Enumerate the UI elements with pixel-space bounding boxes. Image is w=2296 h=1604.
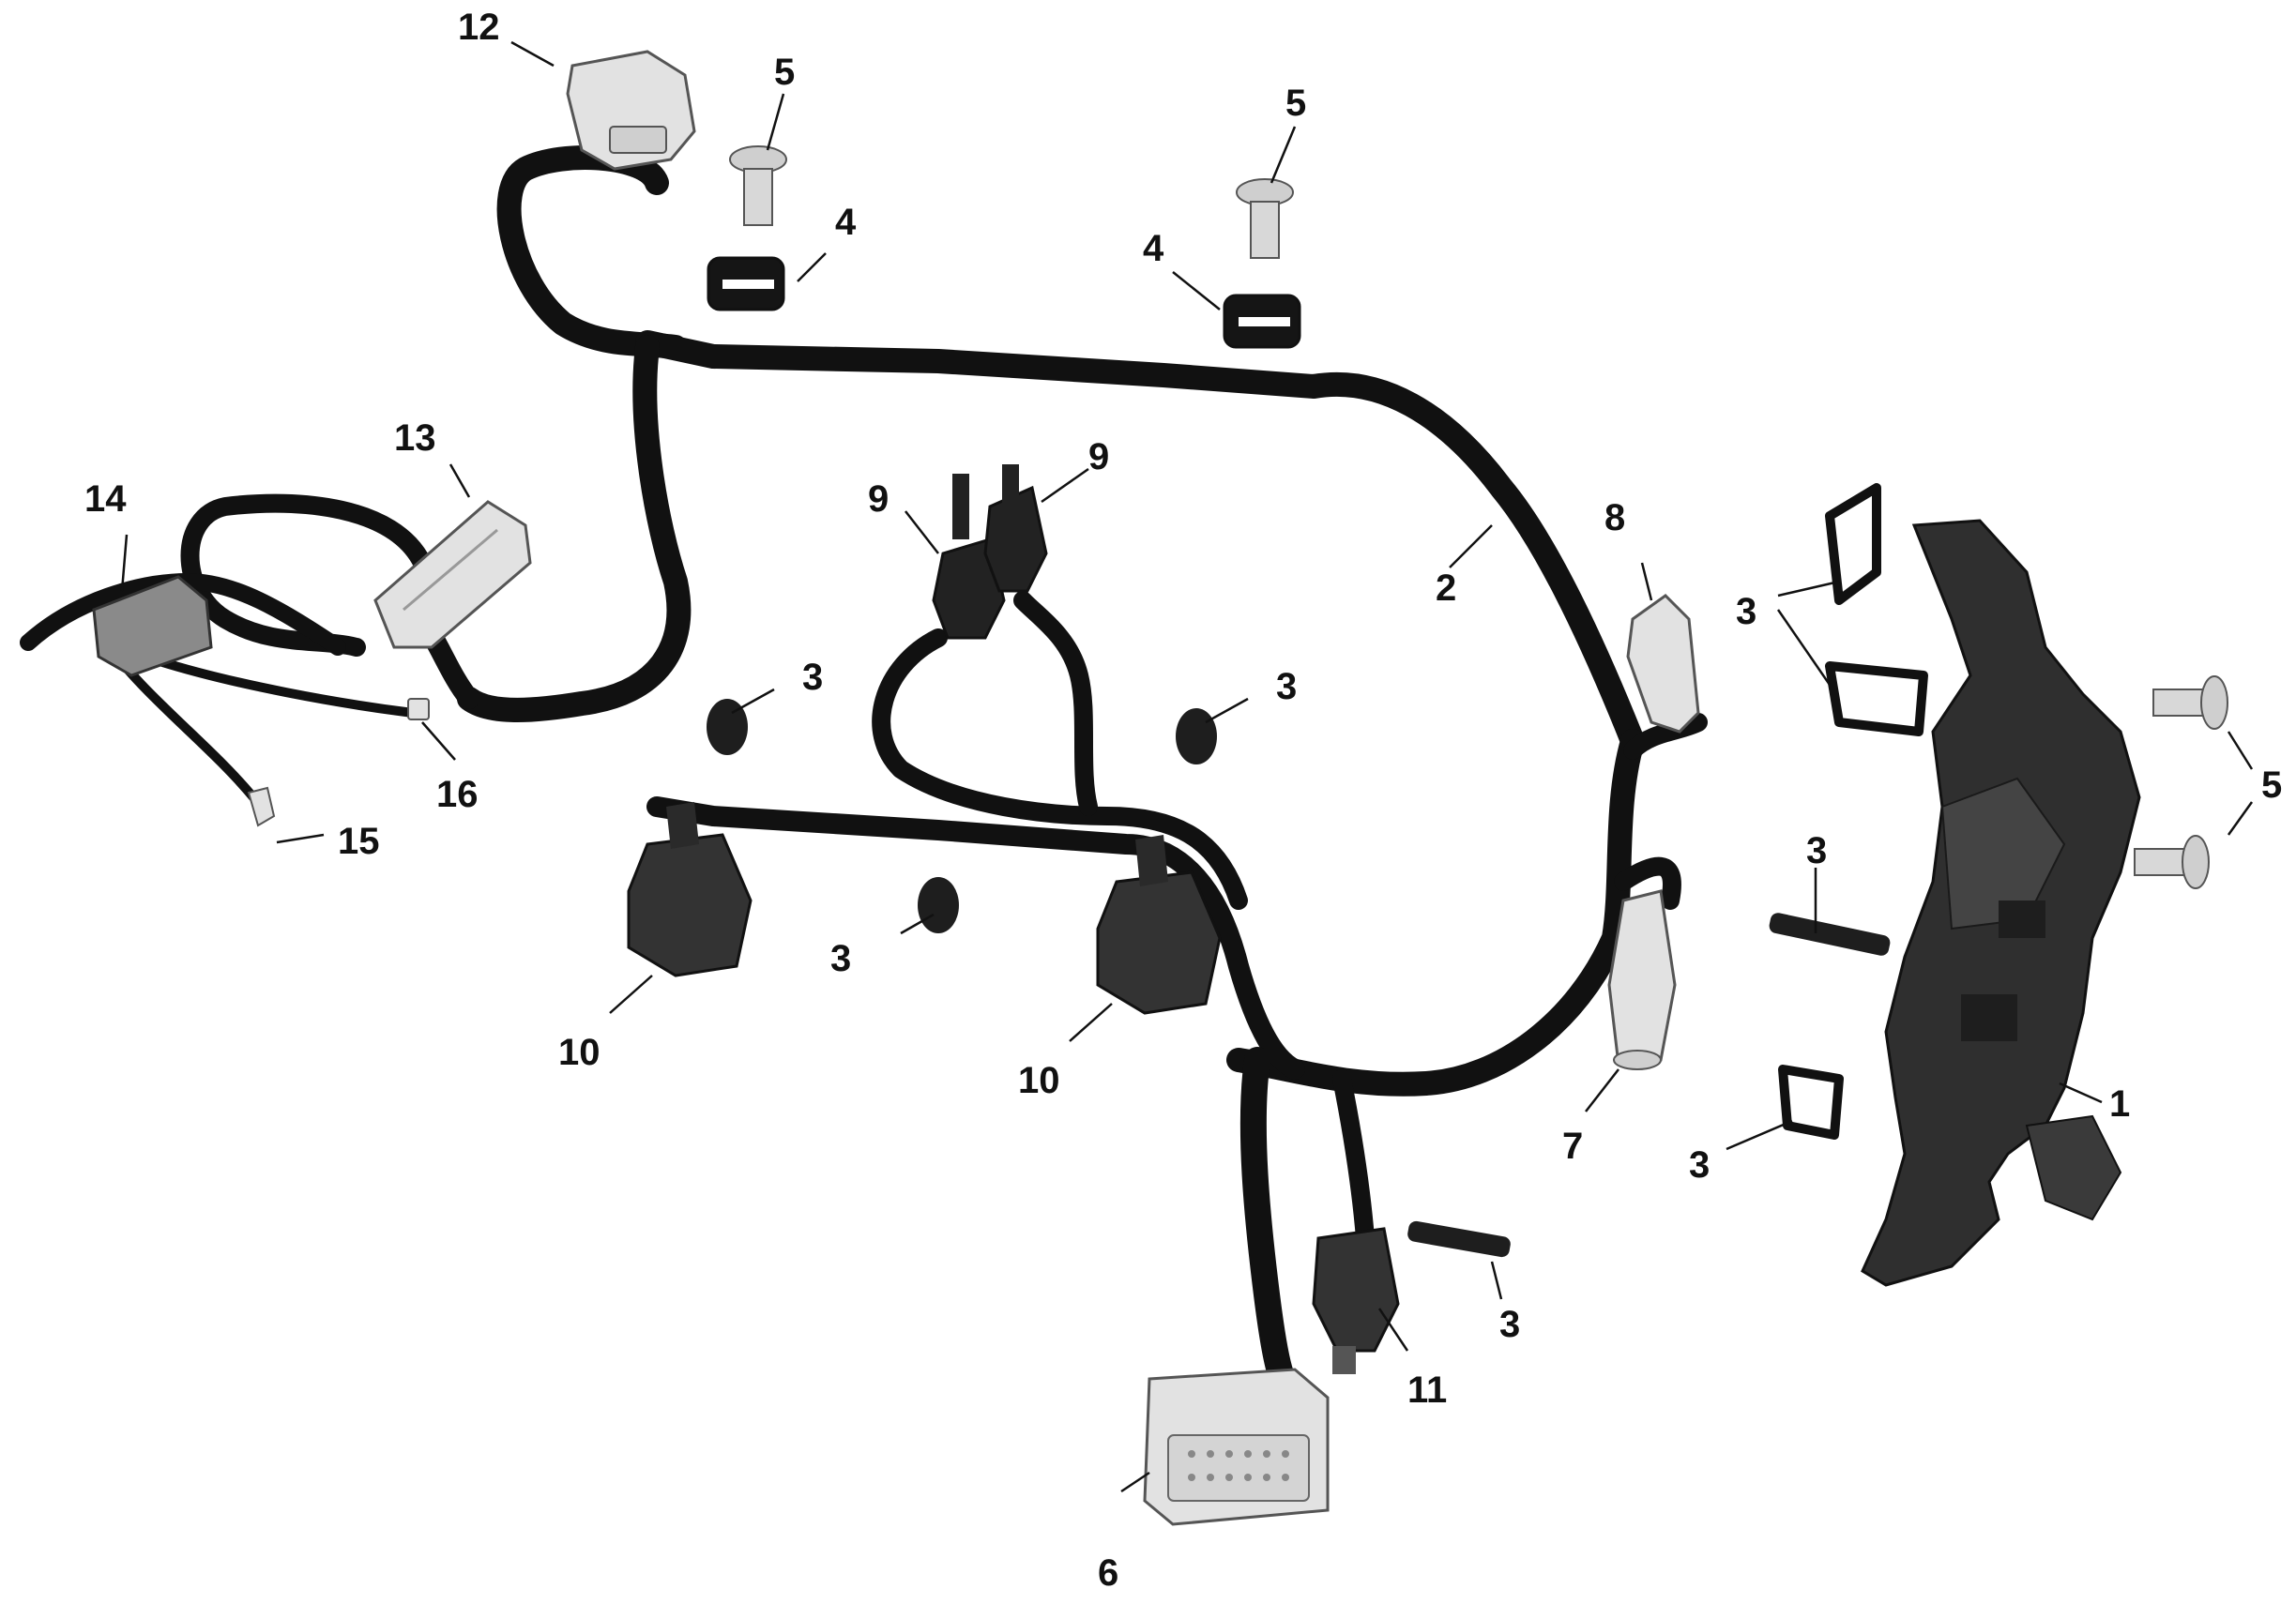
grommet-part-4-left [707,256,785,311]
callout-5-top-right: 5 [1285,83,1306,124]
terminal-part-15 [247,786,276,827]
callout-6: 6 [1098,1552,1118,1594]
callout-9-left: 9 [868,478,889,520]
callout-16: 16 [436,774,479,815]
connector-part-8 [1626,594,1700,734]
callout-8: 8 [1604,497,1625,538]
connector-part-14 [92,575,213,677]
callout-4-left: 4 [835,202,857,243]
harness-top-trunk [635,330,1645,753]
harness-left-drop [457,335,692,722]
connector-part-6 [1143,1368,1330,1526]
callout-12: 12 [458,7,500,48]
callout-1: 1 [2109,1083,2130,1125]
harness-left-loop-outer [20,573,346,656]
callout-3-clip-bottom: 3 [1499,1304,1520,1345]
wiring-harness [20,145,1708,1387]
callout-9-right: 9 [1088,436,1109,477]
callout-5-top-left: 5 [774,52,795,93]
clip-part-3-g [1769,913,1891,956]
callout-4-right: 4 [1143,228,1164,269]
connector-part-7 [1607,889,1677,1070]
callout-10-right: 10 [1018,1060,1060,1101]
boot-part-10-right [1096,835,1222,1015]
callout-3-clip-bracket: 3 [1806,830,1827,871]
harness-left-loop [180,493,432,657]
grommet-part-4-right [1223,294,1301,349]
cable-tie-part-3-f [1825,661,1928,736]
callout-11: 11 [1407,1369,1447,1411]
bolt-part-5-right-lower [2134,835,2210,889]
connector-part-13 [373,500,532,649]
harness-branch-9b [1013,591,1098,816]
terminal-part-16 [407,698,430,720]
boot-part-10-left [627,802,753,977]
callout-5-right: 5 [2261,764,2282,806]
callout-10-left: 10 [558,1032,601,1073]
sensor-part-9-right [983,464,1048,593]
sensor-part-11 [1312,1227,1400,1374]
cable-tie-part-3-e [1825,483,1881,605]
cable-tie-part-3-h [1778,1065,1844,1140]
leader-lines [120,40,2254,1493]
callout-3-bracket-ties: 3 [1736,591,1756,632]
callout-3-clip-right: 3 [1276,666,1297,707]
harness-right-trunk [1226,729,1645,1097]
connector-part-12 [566,50,696,171]
callout-7: 7 [1562,1126,1583,1167]
harness-branch-9 [872,628,1248,910]
clip-part-3-d [1407,1220,1511,1258]
callout-14: 14 [84,478,127,520]
bolt-part-5-top-right [1236,178,1294,259]
callout-2: 2 [1436,567,1456,609]
clip-part-3-a [707,699,748,755]
callout-3-clip-lower: 3 [830,938,851,979]
bolt-part-5-right-upper [2152,675,2228,730]
callout-3-clip-left: 3 [802,657,823,698]
callout-numbers: 1 2 3 3 3 3 3 3 3 4 4 5 5 5 6 7 8 9 9 10… [84,7,2282,1594]
bolt-part-5-top-left [729,145,787,226]
harness-drop-6 [1239,1047,1294,1387]
harness-branch-7 [1614,856,1681,910]
harness-branch-8 [1623,713,1708,760]
bracket-part-1 [1861,519,2141,1287]
clip-part-3-b [1176,708,1217,764]
harness-drop-11 [1332,1069,1375,1248]
harness-branch-12 [496,145,688,359]
callout-3-tie-bracket: 3 [1689,1144,1710,1186]
harness-wire-16 [155,657,418,718]
callout-13: 13 [394,417,436,459]
clip-part-3-c [918,877,959,933]
callout-15: 15 [338,821,380,862]
